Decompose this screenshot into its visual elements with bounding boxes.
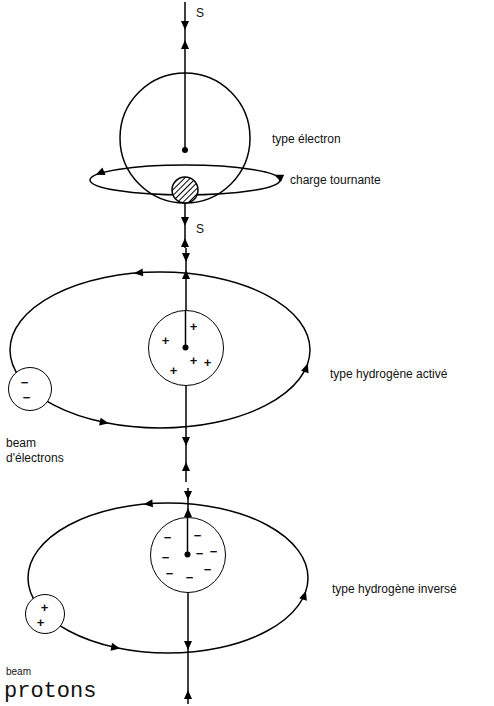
nucleus-negative: −−−−−−−− (150, 517, 226, 593)
part-label: charge tournante (290, 173, 381, 188)
arrow-head (184, 641, 192, 650)
arrow-head (182, 462, 190, 471)
spin-label: S (196, 6, 204, 21)
orbit-arrow (144, 499, 153, 507)
charge-sign: + (37, 615, 45, 628)
charge-sign: − (186, 570, 194, 583)
charge-sign: − (21, 375, 29, 388)
charge-sign: − (196, 546, 204, 559)
spin-label: S (196, 222, 204, 237)
arrow-head (181, 217, 189, 226)
nucleus-positive: + + + + + (148, 310, 224, 386)
orbit-arrow (274, 175, 284, 182)
rotating-charge (172, 177, 198, 203)
arrow-head (184, 508, 192, 517)
charge-sign: − (162, 550, 170, 563)
type-label: type hydrogène activé (330, 367, 447, 382)
charge-sign: + (170, 363, 178, 376)
charge-sign: + (190, 319, 198, 332)
charge-sign: − (204, 562, 212, 575)
beam-label: beam (6, 666, 31, 679)
arrow-head (181, 238, 189, 247)
orbit-arrow (99, 418, 109, 426)
arrow-head (182, 270, 190, 279)
orbit-arrow (96, 168, 106, 175)
beam-label: beam d'électrons (6, 436, 84, 466)
type-label: type hydrogène inversé (332, 582, 457, 597)
spin-axis (185, 311, 187, 348)
inner-axis (149, 311, 222, 384)
charge-sign: + (190, 353, 198, 366)
arrow-head (181, 21, 189, 30)
proton-particle: ++ (25, 594, 65, 634)
arrow-head (181, 40, 189, 49)
type-label: type électron (272, 132, 341, 147)
arrow-head (182, 437, 190, 446)
center-dot (185, 552, 191, 558)
orbit-arrow (111, 643, 121, 651)
charge-sign: − (166, 566, 174, 579)
charge-sign: + (41, 600, 49, 613)
charge-sign: − (164, 530, 172, 543)
electron-orbit (10, 272, 310, 428)
orbit-arrow (299, 591, 307, 601)
charge-sign: + (162, 333, 170, 346)
arrow-head (182, 253, 190, 262)
arrow-head (184, 491, 192, 500)
orbit-arrow (301, 364, 309, 374)
center-dot (182, 147, 188, 153)
beam-label: protons (4, 678, 96, 706)
sphere (120, 73, 250, 203)
proton-orbit (28, 503, 308, 653)
charge-sign: − (210, 544, 218, 557)
orbit-arrow (134, 268, 143, 276)
charge-sign: − (23, 390, 31, 403)
arrow-head (184, 690, 192, 699)
electron-particle: −− (8, 367, 52, 411)
spin-axis (187, 518, 189, 555)
charge-sign: − (194, 528, 202, 541)
charge-sign: + (204, 355, 212, 368)
center-dot (183, 345, 189, 351)
